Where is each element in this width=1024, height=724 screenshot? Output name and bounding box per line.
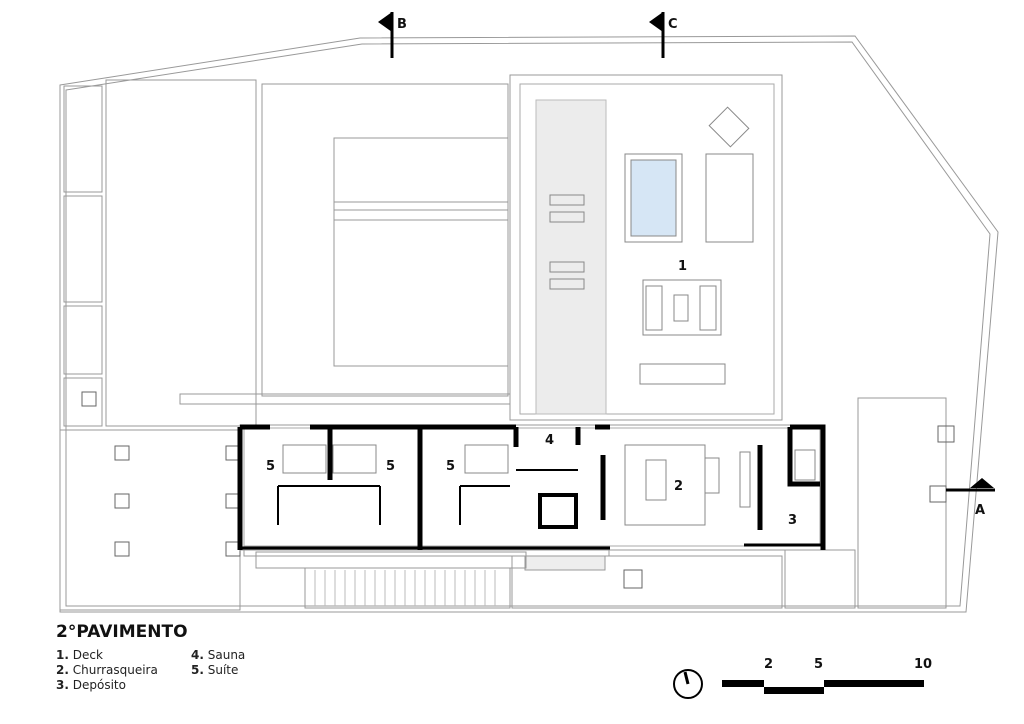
building	[237, 424, 826, 557]
drawing-title: 2°PAVIMENTO	[56, 622, 188, 642]
room-label-suite: 5	[446, 459, 455, 474]
svg-text:A: A	[975, 503, 985, 518]
room-label-churrasqueira: 2	[674, 479, 683, 494]
legend-item: 1. Deck	[56, 648, 103, 662]
room-label-deposito: 3	[788, 513, 797, 528]
room-label-sauna: 4	[545, 433, 554, 448]
legend-item: 2. Churrasqueira	[56, 663, 158, 677]
scale-tick: 5	[814, 657, 823, 672]
legend-col-2: 4. Sauna 5. Suíte	[191, 648, 245, 678]
left-terrace	[59, 429, 241, 611]
scale-tick: 10	[914, 657, 932, 672]
room-label-suite: 5	[386, 459, 395, 474]
scale-bar: 2 5 10	[722, 657, 932, 694]
scale-tick: 2	[764, 657, 773, 672]
legend-item: 4. Sauna	[191, 648, 246, 662]
section-marker-b: B	[378, 12, 407, 58]
svg-text:C: C	[668, 17, 678, 32]
legend-item: 5. Suíte	[191, 663, 239, 677]
right-terrace	[857, 397, 947, 609]
north-arrow-icon	[673, 669, 703, 699]
site-outline	[59, 35, 999, 613]
deck-area	[509, 74, 783, 421]
legend-item: 3. Depósito	[56, 678, 126, 692]
room-label-deck: 1	[678, 259, 687, 274]
pool	[630, 159, 677, 237]
svg-text:B: B	[397, 17, 407, 32]
legend-col-1: 1. Deck 2. Churrasqueira 3. Depósito	[56, 648, 158, 693]
section-marker-c: C	[649, 12, 678, 58]
room-label-suite: 5	[266, 459, 275, 474]
section-marker-a: A	[946, 478, 995, 518]
